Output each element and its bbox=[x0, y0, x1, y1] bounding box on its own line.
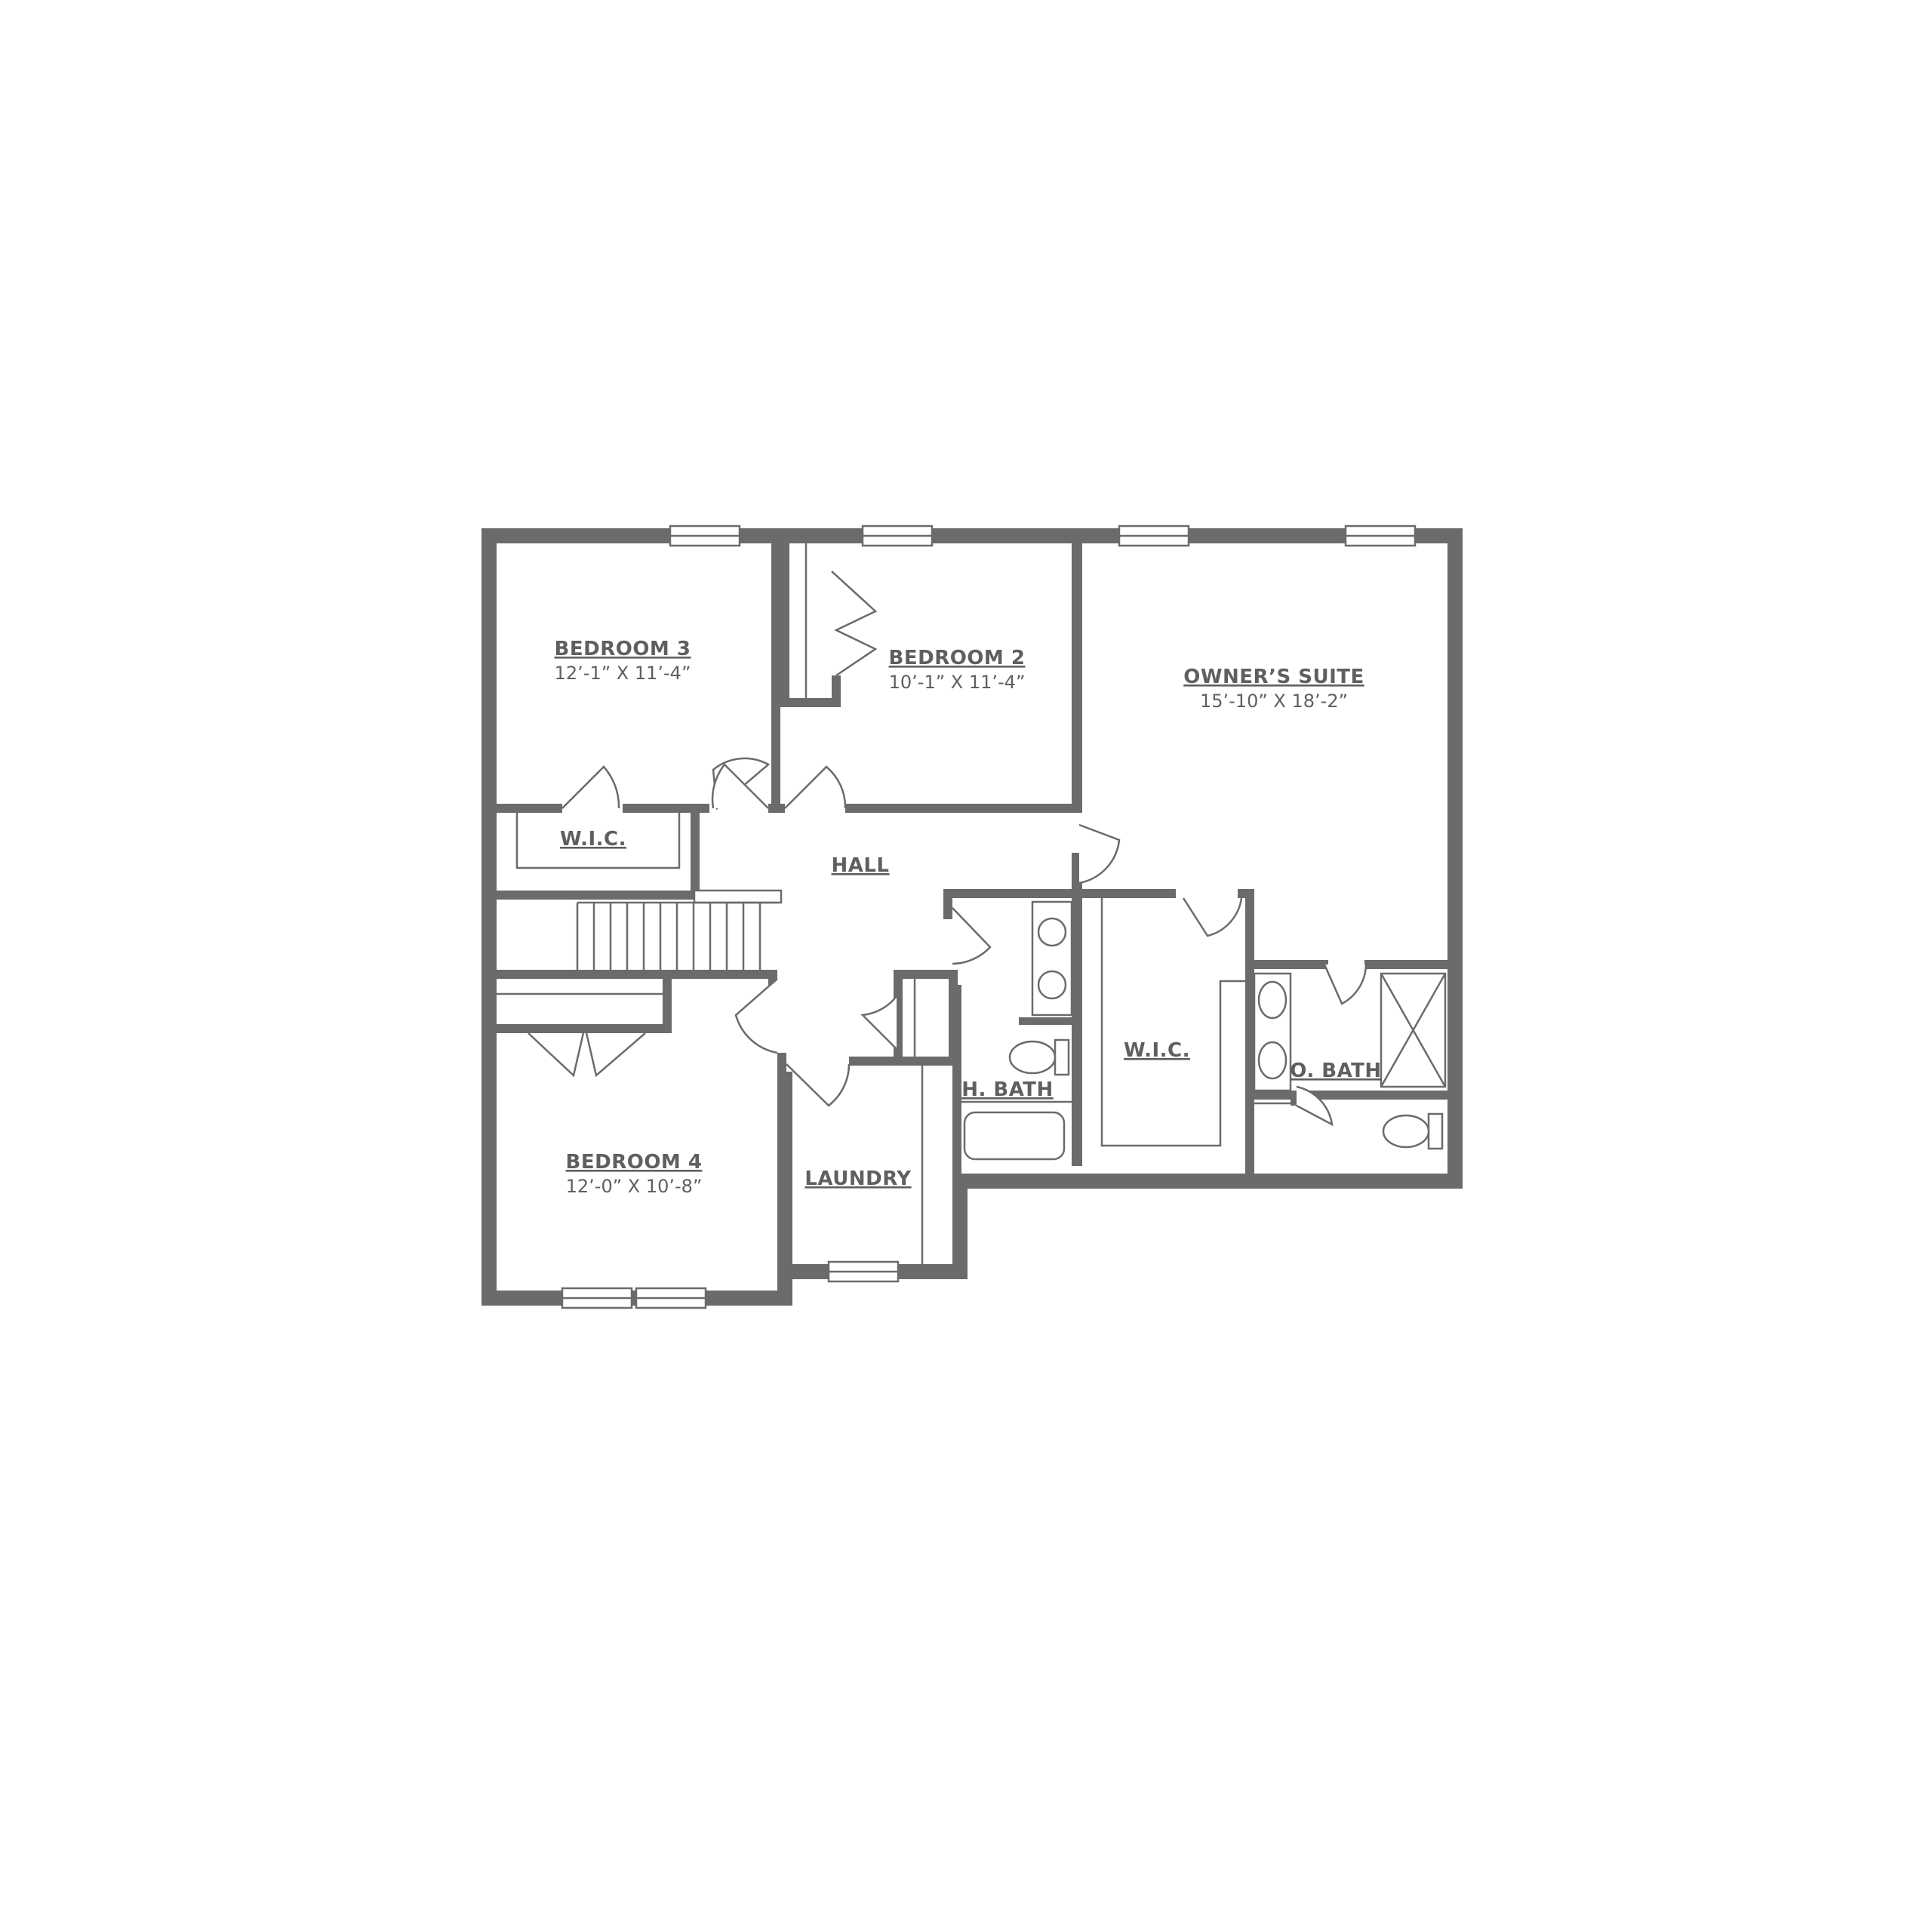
room-labels: BEDROOM 3 12’-1” X 11’-4” BEDROOM 2 10’-… bbox=[555, 638, 1382, 1197]
size-bedroom2: 10’-1” X 11’-4” bbox=[889, 672, 1026, 693]
toilet-icon bbox=[1054, 1038, 1070, 1076]
stairs bbox=[576, 889, 783, 970]
interior-walls bbox=[491, 540, 1457, 1189]
label-wic-owner: W.I.C. bbox=[1124, 1039, 1190, 1062]
label-o-bath: O. BATH bbox=[1290, 1060, 1381, 1082]
size-bedroom3: 12’-1” X 11’-4” bbox=[555, 663, 691, 684]
label-hall: HALL bbox=[831, 854, 889, 877]
toilet-icon bbox=[1427, 1112, 1444, 1150]
sink-icon bbox=[1037, 970, 1067, 1000]
sink-icon bbox=[1257, 980, 1287, 1020]
fixtures bbox=[961, 900, 1447, 1161]
doors bbox=[528, 571, 1367, 1127]
sink-icon bbox=[1037, 917, 1067, 947]
label-bedroom3: BEDROOM 3 bbox=[555, 638, 691, 660]
bathtub-icon bbox=[963, 1111, 1066, 1161]
label-h-bath: H. BATH bbox=[961, 1078, 1054, 1101]
sink-icon bbox=[1257, 1041, 1287, 1080]
label-bedroom4: BEDROOM 4 bbox=[566, 1151, 703, 1174]
size-bedroom4: 12’-0” X 10’-8” bbox=[566, 1176, 703, 1197]
label-owners-suite: OWNER’S SUITE bbox=[1183, 666, 1364, 688]
closet-details bbox=[491, 543, 1245, 1264]
size-owners-suite: 15’-10” X 18’-2” bbox=[1200, 691, 1348, 712]
label-wic-bedroom3: W.I.C. bbox=[560, 828, 626, 851]
label-laundry: LAUNDRY bbox=[804, 1168, 912, 1190]
label-bedroom2: BEDROOM 2 bbox=[889, 647, 1026, 669]
windows bbox=[561, 525, 1417, 1309]
